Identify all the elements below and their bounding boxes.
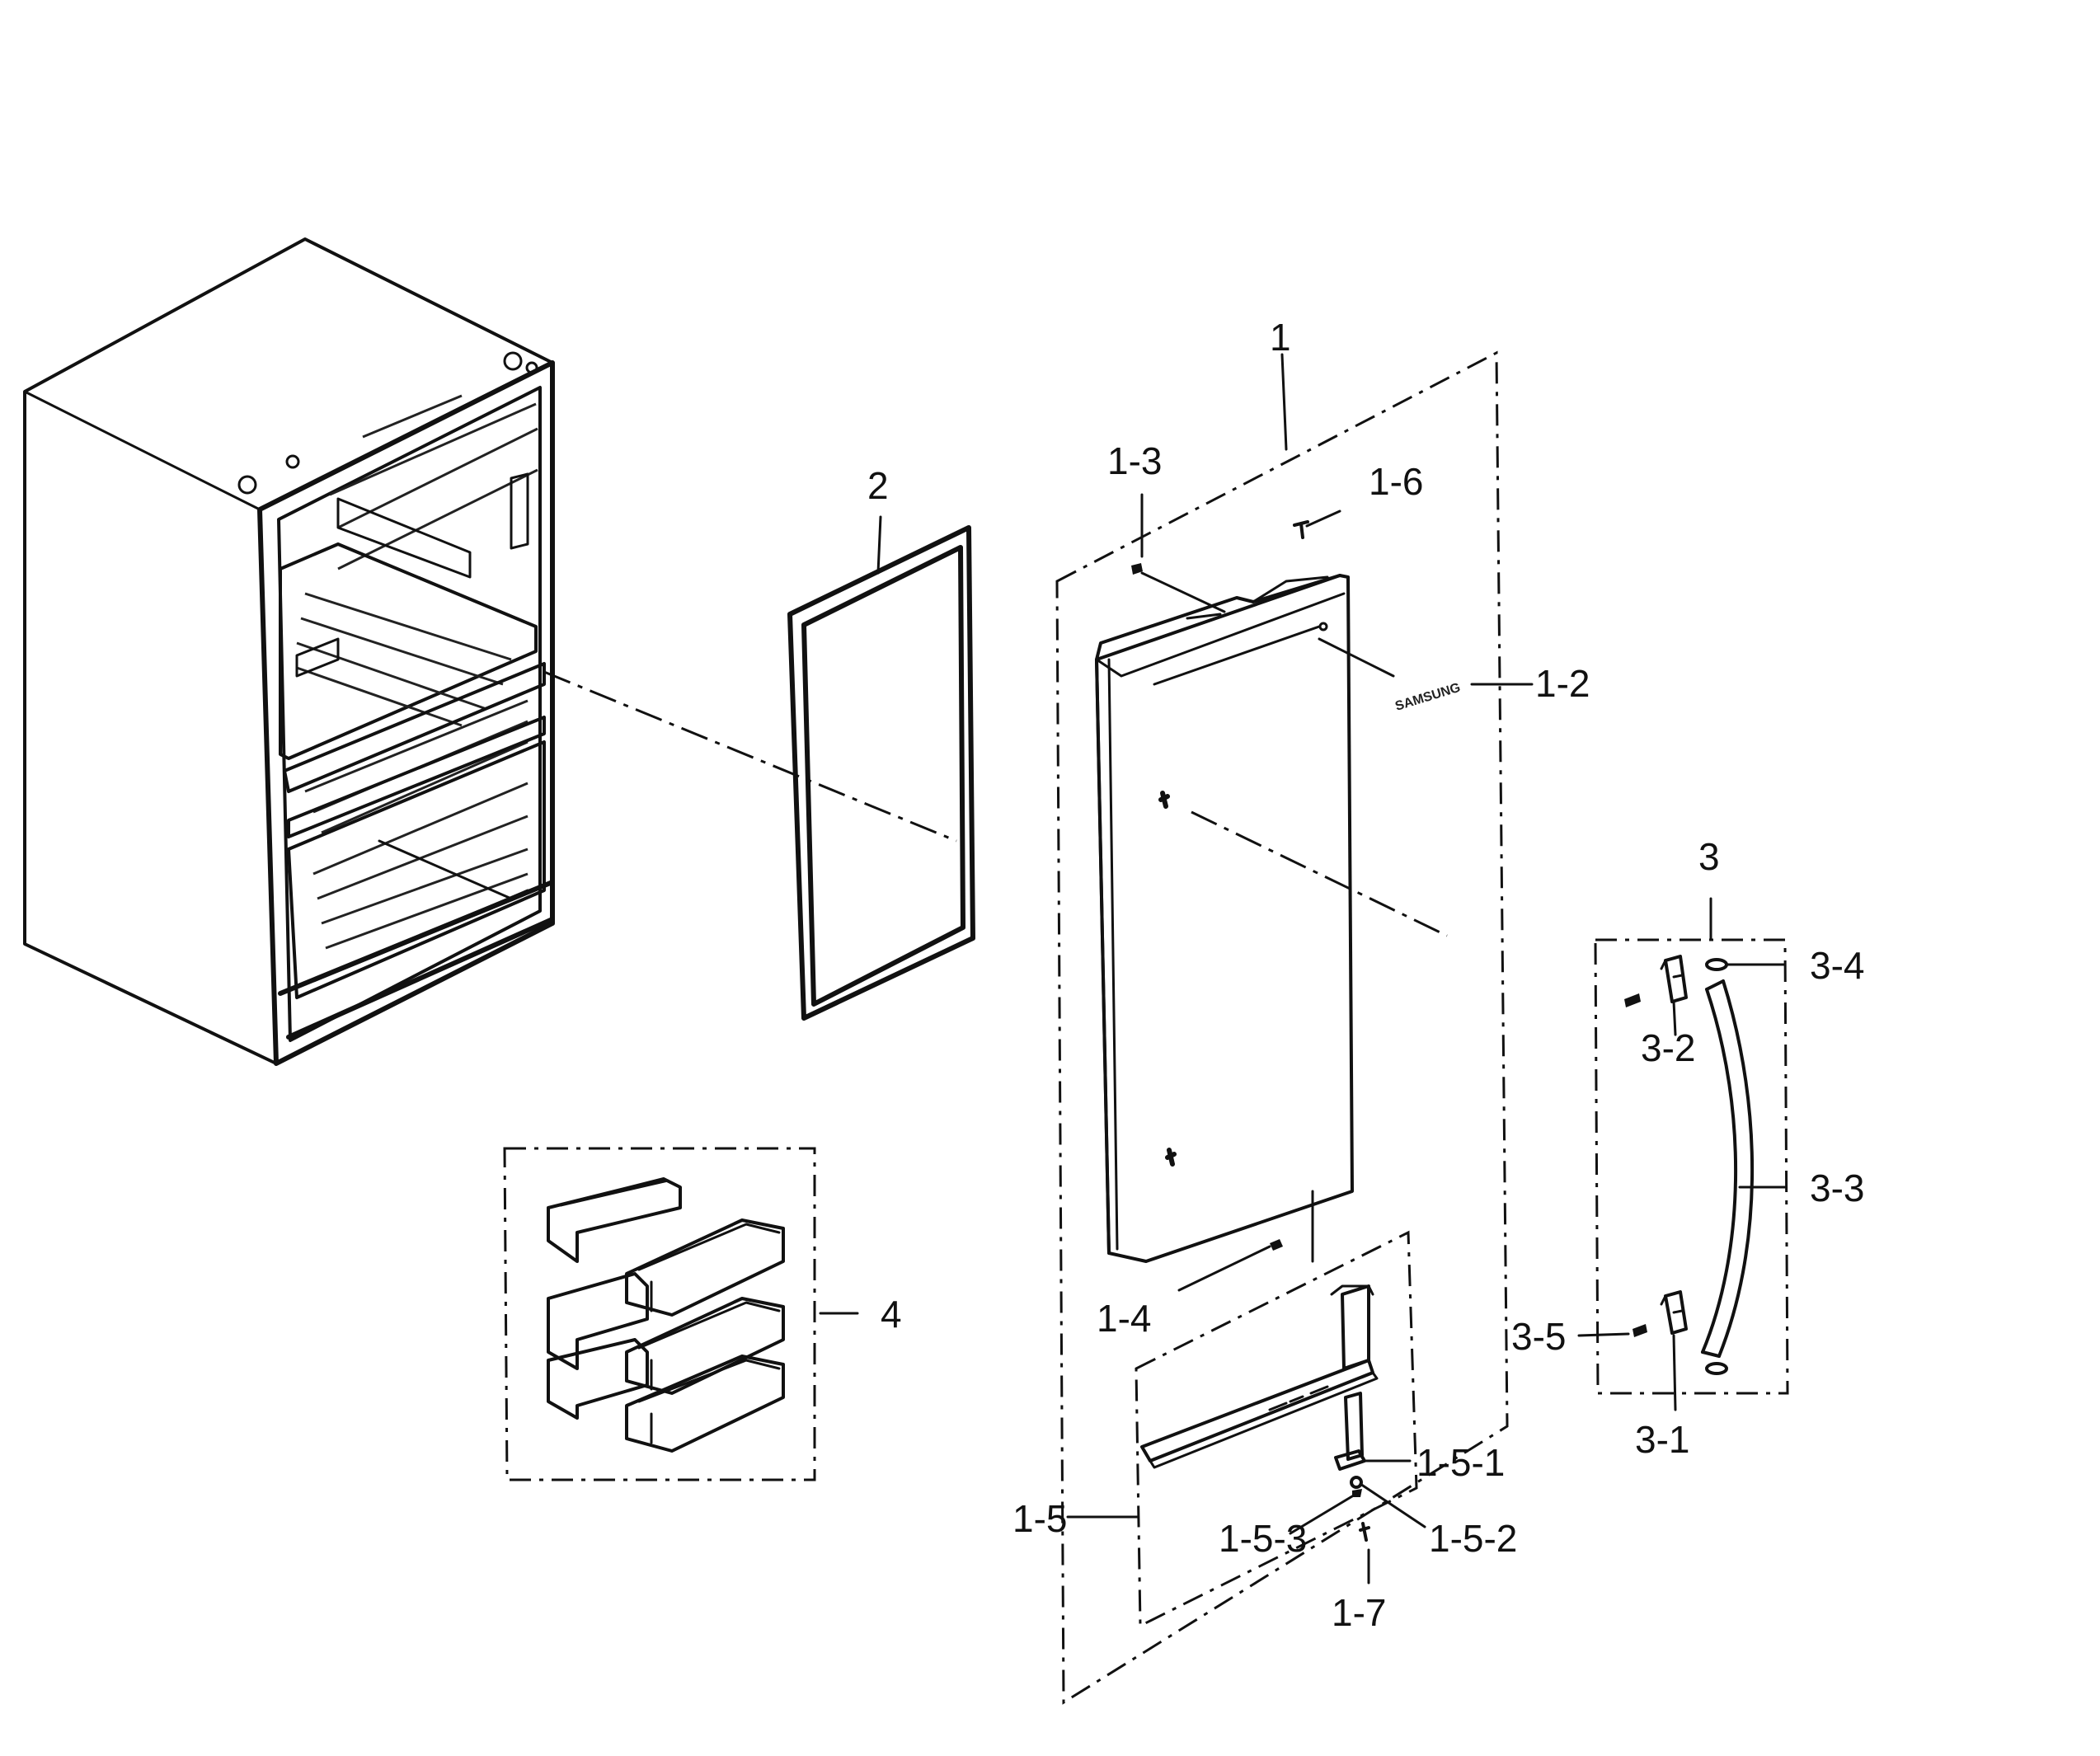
part-1-2-line bbox=[1318, 637, 1395, 678]
callout-2: 2 bbox=[867, 464, 889, 507]
callout-3: 3 bbox=[1698, 835, 1720, 878]
part-1-6 bbox=[1293, 520, 1309, 539]
callout-1-3: 1-3 bbox=[1107, 439, 1162, 482]
door-gasket bbox=[787, 525, 975, 1021]
callout-1-5-2: 1-5-2 bbox=[1429, 1517, 1517, 1560]
callout-1-5: 1-5 bbox=[1012, 1497, 1067, 1540]
door-panel bbox=[1095, 574, 1354, 1263]
callout-3-1: 3-1 bbox=[1635, 1418, 1689, 1461]
callout-1-4: 1-4 bbox=[1097, 1297, 1151, 1340]
callout-3-4: 3-4 bbox=[1810, 944, 1864, 987]
callout-3-5: 3-5 bbox=[1511, 1315, 1566, 1358]
callout-1-5-3: 1-5-3 bbox=[1219, 1517, 1307, 1560]
door-assembly-boundary bbox=[1055, 350, 1509, 1705]
callout-1-5-1: 1-5-1 bbox=[1416, 1441, 1505, 1484]
door-bins bbox=[503, 1147, 816, 1481]
callout-4: 4 bbox=[881, 1293, 902, 1336]
part-1-6-line bbox=[1305, 509, 1341, 528]
part-1-4 bbox=[1270, 1239, 1283, 1251]
handle-assembly bbox=[1594, 938, 1789, 1395]
callout-1: 1 bbox=[1270, 316, 1291, 359]
part-1-4-line bbox=[1177, 1245, 1271, 1292]
door-bottom-subassembly bbox=[1135, 1230, 1418, 1628]
callout-3-2: 3-2 bbox=[1641, 1026, 1695, 1069]
alignment-line bbox=[543, 670, 957, 843]
callout-1-2: 1-2 bbox=[1535, 662, 1590, 705]
refrigerator-cabinet bbox=[23, 237, 555, 1066]
brand-label: SAMSUNG bbox=[1393, 681, 1462, 714]
part-1-3-line bbox=[1140, 571, 1226, 613]
part-1-3 bbox=[1131, 563, 1143, 575]
leader-lines bbox=[819, 353, 1787, 1585]
callout-1-7: 1-7 bbox=[1332, 1591, 1386, 1634]
callout-labels: 1 1-3 1-6 1-2 2 3 3-4 3-2 3-3 3-5 3-1 4 … bbox=[867, 316, 1864, 1634]
callout-1-6: 1-6 bbox=[1369, 460, 1423, 503]
callout-3-3: 3-3 bbox=[1810, 1167, 1864, 1209]
alignment-line bbox=[1191, 810, 1448, 937]
